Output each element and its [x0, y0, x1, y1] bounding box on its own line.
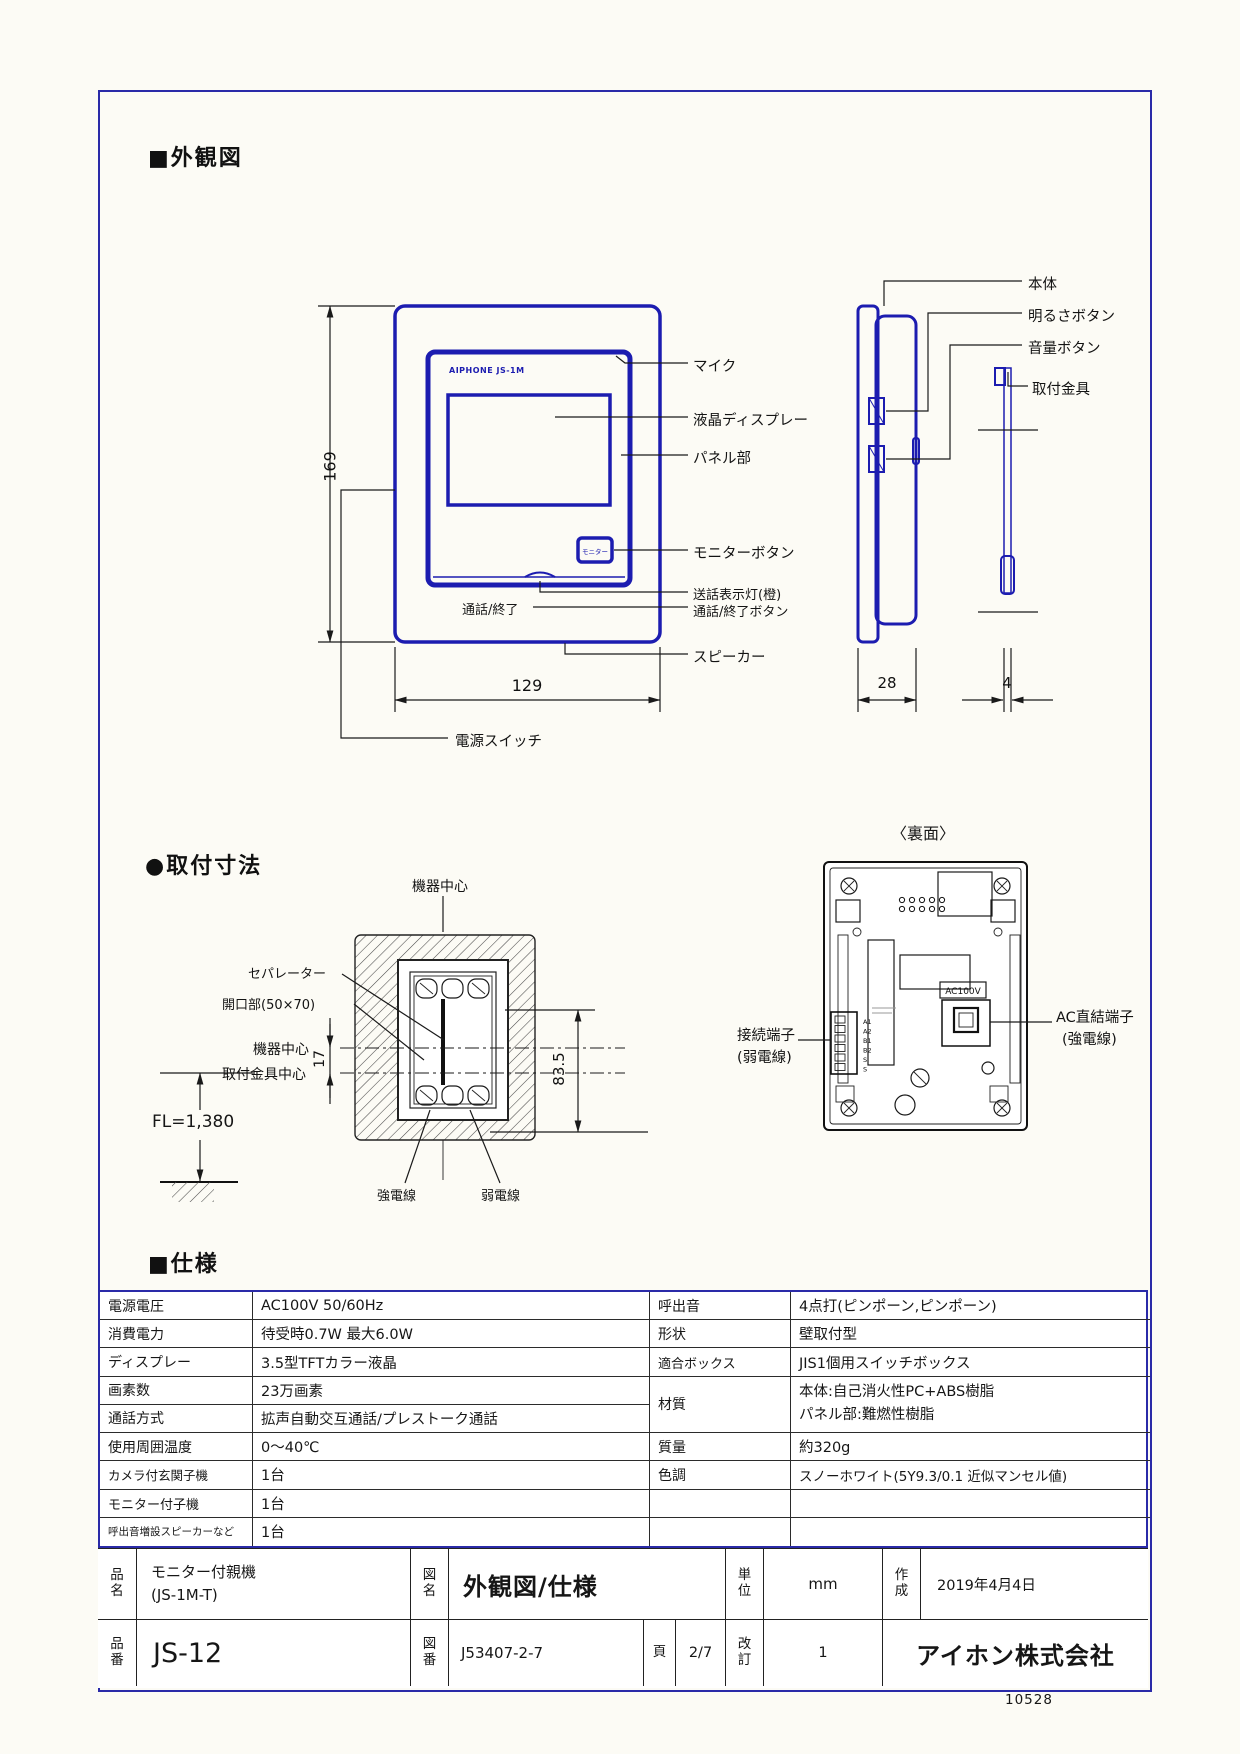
talk-end-panel-text: 通話/終了 [462, 603, 519, 618]
drawing-frame [98, 90, 1152, 1692]
section-title-mounting: ●取付寸法 [145, 854, 263, 879]
spec-label: ディスプレー [100, 1348, 253, 1377]
spec-value: 壁取付型 [791, 1320, 1150, 1349]
product-name: モニター付親機 [151, 1562, 257, 1581]
title-block-label-zumei: 図名 [411, 1549, 449, 1619]
title-block-label-zuban: 図番 [411, 1620, 449, 1686]
revision-number: 1 [764, 1620, 883, 1686]
spec-value: 0〜40℃ [253, 1433, 650, 1462]
rear-view-title: 〈裏面〉 [891, 824, 956, 843]
monitor-button-label: モニター [582, 548, 608, 556]
spec-label: 呼出音 [650, 1292, 791, 1321]
spec-label: 使用周囲温度 [100, 1433, 253, 1462]
title-block-label-kaitei: 改訂 [726, 1620, 764, 1686]
dim-width-129: 129 [511, 676, 543, 695]
product-number: JS-12 [137, 1620, 411, 1686]
spec-value-empty [791, 1490, 1150, 1518]
title-block-label-hinmei: 品名 [98, 1549, 137, 1619]
spec-value-material: 本体:自己消火性PC+ABS樹脂 パネル部:難燃性樹脂 [791, 1377, 1150, 1434]
spec-value: JIS1個用スイッチボックス [791, 1348, 1150, 1377]
page-number: 2/7 [676, 1620, 726, 1686]
material-body: 本体:自己消火性PC+ABS樹脂 [799, 1384, 995, 1401]
spec-value: 1台 [253, 1461, 650, 1490]
material-panel: パネル部:難燃性樹脂 [799, 1407, 935, 1424]
spec-value-empty [791, 1518, 1150, 1546]
title-block-label-hinban: 品番 [98, 1620, 137, 1686]
label-strong-wire: 強電線 [377, 1189, 417, 1204]
section-title-spec: ■仕様 [148, 1252, 219, 1277]
label-strong-wire-paren: (強電線) [1062, 1032, 1117, 1048]
spec-label: 適合ボックス [650, 1348, 791, 1377]
brand-logo: AIPHONE JS-1M [449, 366, 525, 375]
spec-value: 1台 [253, 1517, 650, 1546]
label-weak-wire: 弱電線 [481, 1189, 521, 1204]
product-name-cell: モニター付親機 (JS-1M-T) [137, 1549, 411, 1619]
dim-height-169: 169 [320, 451, 340, 482]
title-block: 品名 モニター付親機 (JS-1M-T) 図名 外観図/仕様 単位 mm 作成 … [98, 1548, 1148, 1688]
spec-label: 消費電力 [100, 1320, 253, 1349]
spec-label: 色調 [650, 1461, 791, 1490]
sheet-number: 10528 [1005, 1692, 1053, 1708]
section-title-exterior: ■外観図 [148, 146, 243, 171]
label-fl-height: FL=1,380 [152, 1112, 235, 1132]
label-separator: セパレーター [248, 967, 327, 982]
spec-value: スノーホワイト(5Y9.3/0.1 近似マンセル値) [791, 1461, 1150, 1490]
spec-value: 拡声自動交互通話/プレストーク通話 [253, 1404, 650, 1434]
spec-label: モニター付子機 [100, 1489, 253, 1518]
callout-lcd: 液晶ディスプレー [693, 413, 808, 429]
spec-label-empty [650, 1517, 791, 1546]
spec-value: 約320g [791, 1433, 1150, 1462]
callout-speaker: スピーカー [693, 650, 766, 666]
dim-depth-28: 28 [877, 674, 897, 692]
label-opening: 開口部(50×70) [222, 998, 316, 1013]
spec-value: 待受時0.7W 最大6.0W [253, 1320, 650, 1349]
callout-bracket: 取付金具 [1032, 382, 1090, 398]
callout-body: 本体 [1028, 277, 1057, 293]
label-device-center-left: 機器中心 [253, 1042, 309, 1058]
product-model: (JS-1M-T) [151, 1586, 218, 1604]
spec-label-empty [650, 1489, 791, 1518]
drawing-name: 外観図/仕様 [463, 1572, 598, 1601]
spec-label: 呼出音増設スピーカーなど [100, 1517, 253, 1546]
spec-label: カメラ付玄関子機 [100, 1461, 253, 1490]
label-ac-terminal: AC直結端子 [1056, 1010, 1134, 1026]
created-date: 2019年4月4日 [937, 1577, 1036, 1594]
spec-label: 形状 [650, 1320, 791, 1349]
spec-label: 質量 [650, 1433, 791, 1462]
dim-span-83-5: 83.5 [550, 1052, 568, 1086]
company-name: アイホン株式会社 [916, 1641, 1115, 1670]
title-block-label-tani: 単位 [726, 1549, 764, 1619]
drawing-number: J53407-2-7 [449, 1620, 644, 1686]
spec-label: 材質 [650, 1376, 791, 1434]
spec-value: 3.5型TFTカラー液晶 [253, 1348, 650, 1377]
spec-label: 通話方式 [100, 1404, 253, 1434]
dim-bracket-4: 4 [1002, 674, 1012, 692]
title-block-label-sakusei: 作成 [883, 1549, 921, 1619]
spec-label: 画素数 [100, 1376, 253, 1405]
callout-talk-led: 送話表示灯(橙) [693, 588, 782, 603]
label-weak-wire-paren: (弱電線) [737, 1050, 792, 1066]
label-device-center-top: 機器中心 [412, 879, 468, 895]
spec-value: 4点打(ピンポーン,ピンポーン) [791, 1292, 1150, 1321]
spec-value: 1台 [253, 1489, 650, 1518]
label-connection-terminal: 接続端子 [737, 1028, 795, 1044]
callout-volume: 音量ボタン [1028, 341, 1101, 357]
callout-panel: パネル部 [693, 451, 751, 467]
callout-monitor-button: モニターボタン [693, 546, 795, 562]
spec-table: 電源電圧 消費電力 ディスプレー 画素数 通話方式 使用周囲温度 カメラ付玄関子… [98, 1290, 1150, 1548]
callout-power-switch: 電源スイッチ [455, 734, 542, 750]
spec-label: 電源電圧 [100, 1292, 253, 1321]
dim-offset-17: 17 [312, 1050, 328, 1068]
unit-value: mm [764, 1549, 883, 1619]
callout-talk-button: 通話/終了ボタン [693, 605, 789, 620]
callout-mic: マイク [693, 359, 737, 375]
spec-value: AC100V 50/60Hz [253, 1292, 650, 1321]
label-bracket-center: 取付金具中心 [222, 1067, 306, 1083]
drawing-name-cell: 外観図/仕様 [449, 1549, 726, 1619]
callout-brightness: 明るさボタン [1028, 309, 1115, 325]
spec-value: 23万画素 [253, 1376, 650, 1405]
title-block-label-page: 頁 [644, 1620, 676, 1686]
